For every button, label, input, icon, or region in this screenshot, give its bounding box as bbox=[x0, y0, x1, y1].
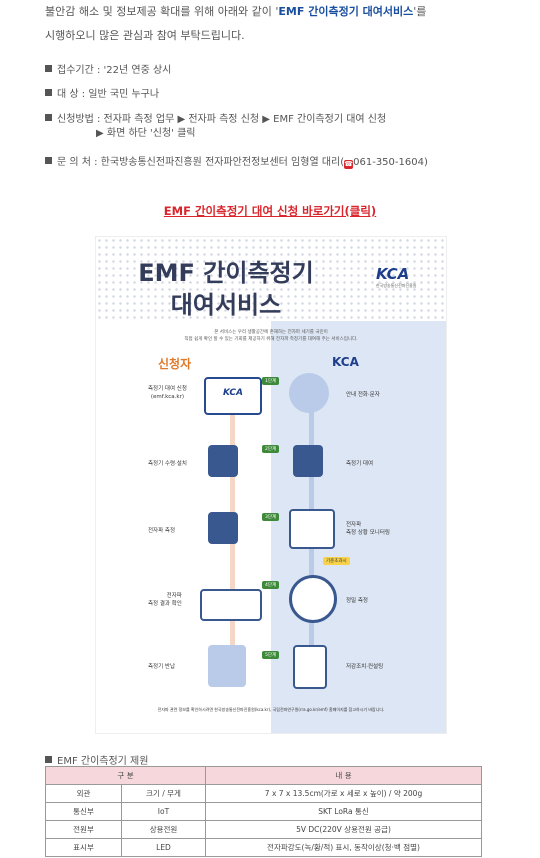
info-contact-phone: 061-350-1604) bbox=[353, 157, 428, 168]
poster-title-line-2: 대여서비스 bbox=[170, 291, 282, 319]
table-cell: IoT bbox=[121, 802, 206, 821]
service-name: EMF 간이측정기 대여서비스 bbox=[278, 5, 414, 18]
right-label-2: 측정기 대여 bbox=[346, 461, 374, 467]
spec-heading-text: EMF 간이측정기 제원 bbox=[57, 756, 149, 767]
bullet-icon bbox=[45, 756, 52, 763]
poster-intro-1: 본 서비스는 우리 생활공간에 존재하는 전자파 세기를 국민이 bbox=[214, 330, 328, 335]
step-badge-3: 3단계 bbox=[262, 513, 280, 521]
left-label-2: 측정기 수령·설치 bbox=[148, 461, 187, 467]
spec-heading: EMF 간이측정기 제원 bbox=[45, 752, 148, 767]
bullet-icon bbox=[45, 157, 52, 164]
operator-icon bbox=[289, 373, 329, 413]
right-label-3: 전자파 측정 상황 모니터링 bbox=[346, 521, 390, 538]
table-row: 외관 크기 / 무게 7 x 7 x 13.5cm(가로 x 세로 x 높이) … bbox=[45, 784, 482, 803]
monitor-kca-text: KCA bbox=[223, 388, 243, 398]
step-badge-4: 4단계 bbox=[262, 581, 280, 589]
table-cell: LED bbox=[121, 838, 206, 857]
left-label-4-text: 전자파 측정 결과 확인 bbox=[148, 593, 182, 608]
table-cell: SKT LoRa 통신 bbox=[205, 802, 482, 821]
table-row: 전원부 상용전원 5V DC(220V 상용전원 공급) bbox=[45, 820, 482, 839]
monitoring-icon bbox=[289, 509, 335, 549]
kca-logo-subtext: 한국방송통신전파진흥원 bbox=[376, 283, 417, 288]
return-box-icon bbox=[208, 645, 246, 687]
kca-column-heading: KCA bbox=[332, 355, 359, 369]
bullet-icon bbox=[45, 65, 52, 72]
info-target-text: 대 상 : 일반 국민 누구나 bbox=[57, 89, 160, 100]
table-cell: 5V DC(220V 상용전원 공급) bbox=[205, 820, 482, 839]
over-limit-badge: 기준초과시 bbox=[323, 557, 350, 565]
poster-intro-2: 직접 쉽게 확인 할 수 있는 기회를 제공하기 위해 전자파 측정기를 대여해… bbox=[184, 337, 358, 342]
measure-device-icon bbox=[208, 512, 238, 544]
left-label-1: 측정기 대여 신청 (emf.kca.kr) bbox=[148, 385, 187, 402]
intro-text: 불안감 해소 및 정보제공 확대를 위해 아래와 같이 ' bbox=[45, 5, 279, 18]
device-box-icon bbox=[293, 445, 323, 477]
table-row: 표시부 LED 전자파강도(녹/황/적) 표시, 동작이상(청·백 점멸) bbox=[45, 838, 482, 857]
info-contact: 문 의 처 : 한국방송통신전파진흥원 전자파안전정보센터 임형열 대리(☎06… bbox=[45, 153, 428, 169]
report-icon bbox=[293, 645, 327, 689]
intro-line-1: 불안감 해소 및 정보제공 확대를 위해 아래와 같이 'EMF 간이측정기 대… bbox=[45, 3, 426, 19]
left-label-5: 측정기 반납 bbox=[148, 664, 176, 670]
left-label-4: 전자파 측정 결과 확인 bbox=[148, 592, 182, 609]
info-period: 접수기간 : '22년 연중 상시 bbox=[45, 61, 171, 76]
bullet-icon bbox=[45, 89, 52, 96]
intro-line-2: 시행하오니 많은 관심과 참여 부탁드립니다. bbox=[45, 29, 245, 42]
apply-link-row: EMF 간이측정기 대여 신청 바로가기(클릭) bbox=[0, 200, 540, 219]
table-header-content: 내 용 bbox=[205, 766, 482, 785]
info-period-text: 접수기간 : '22년 연중 상시 bbox=[57, 65, 172, 76]
table-row: 통신부 IoT SKT LoRa 통신 bbox=[45, 802, 482, 821]
poster-dot-pattern bbox=[96, 237, 446, 321]
right-label-4: 정밀 측정 bbox=[346, 598, 368, 604]
step-badge-5: 5단계 bbox=[262, 651, 280, 659]
table-cell: 통신부 bbox=[45, 802, 122, 821]
table-cell: 전원부 bbox=[45, 820, 122, 839]
table-cell: 표시부 bbox=[45, 838, 122, 857]
magnifier-icon bbox=[289, 575, 337, 623]
info-contact-text: 문 의 처 : 한국방송통신전파진흥원 전자파안전정보센터 임형열 대리( bbox=[57, 157, 345, 168]
device-icon bbox=[208, 445, 238, 477]
bullet-icon bbox=[45, 114, 52, 121]
apply-link[interactable]: EMF 간이측정기 대여 신청 바로가기(클릭) bbox=[163, 204, 377, 218]
table-cell: 상용전원 bbox=[121, 820, 206, 839]
right-label-1: 안내 전화·문자 bbox=[346, 392, 380, 398]
table-header-row: 구 분 내 용 bbox=[45, 766, 482, 785]
table-cell: 전자파강도(녹/황/적) 표시, 동작이상(청·백 점멸) bbox=[205, 838, 482, 857]
table-cell: 크기 / 무게 bbox=[121, 784, 206, 803]
right-label-5: 저감조치·컨설팅 bbox=[346, 664, 384, 670]
info-method-2: ▶ 화면 하단 '신청' 클릭 bbox=[96, 128, 196, 139]
result-display-icon bbox=[200, 589, 262, 621]
table-cell: 7 x 7 x 13.5cm(가로 x 세로 x 높이) / 약 200g bbox=[205, 784, 482, 803]
poster-title-line-1: EMF 간이측정기 bbox=[138, 259, 314, 287]
applicant-column-heading: 신청자 bbox=[158, 357, 192, 371]
right-label-3-text: 전자파 측정 상황 모니터링 bbox=[346, 522, 390, 537]
info-method-text: 신청방법 : 전자파 측정 업무 ▶ 전자파 측정 신청 ▶ EMF 간이측정기… bbox=[57, 114, 387, 125]
step-badge-1: 1단계 bbox=[262, 377, 280, 385]
left-label-1-text: 측정기 대여 신청 (emf.kca.kr) bbox=[148, 386, 187, 401]
table-cell: 외관 bbox=[45, 784, 122, 803]
poster-footnote: 전자파 관련 정보를 확인하시려면 한국방송통신전파진흥원(kca.kr), 국… bbox=[157, 707, 385, 712]
spec-table: 구 분 내 용 외관 크기 / 무게 7 x 7 x 13.5cm(가로 x 세… bbox=[45, 766, 482, 857]
info-method: 신청방법 : 전자파 측정 업무 ▶ 전자파 측정 신청 ▶ EMF 간이측정기… bbox=[45, 110, 386, 125]
monitor-icon: KCA bbox=[204, 377, 262, 415]
left-label-3: 전자파 측정 bbox=[148, 528, 176, 534]
intro-text-end: '를 bbox=[413, 5, 427, 18]
step-badge-2: 2단계 bbox=[262, 445, 280, 453]
info-target: 대 상 : 일반 국민 누구나 bbox=[45, 85, 159, 100]
phone-icon: ☎ bbox=[344, 160, 354, 169]
table-header-category: 구 분 bbox=[45, 766, 206, 785]
kca-logo-text: KCA bbox=[376, 265, 410, 283]
